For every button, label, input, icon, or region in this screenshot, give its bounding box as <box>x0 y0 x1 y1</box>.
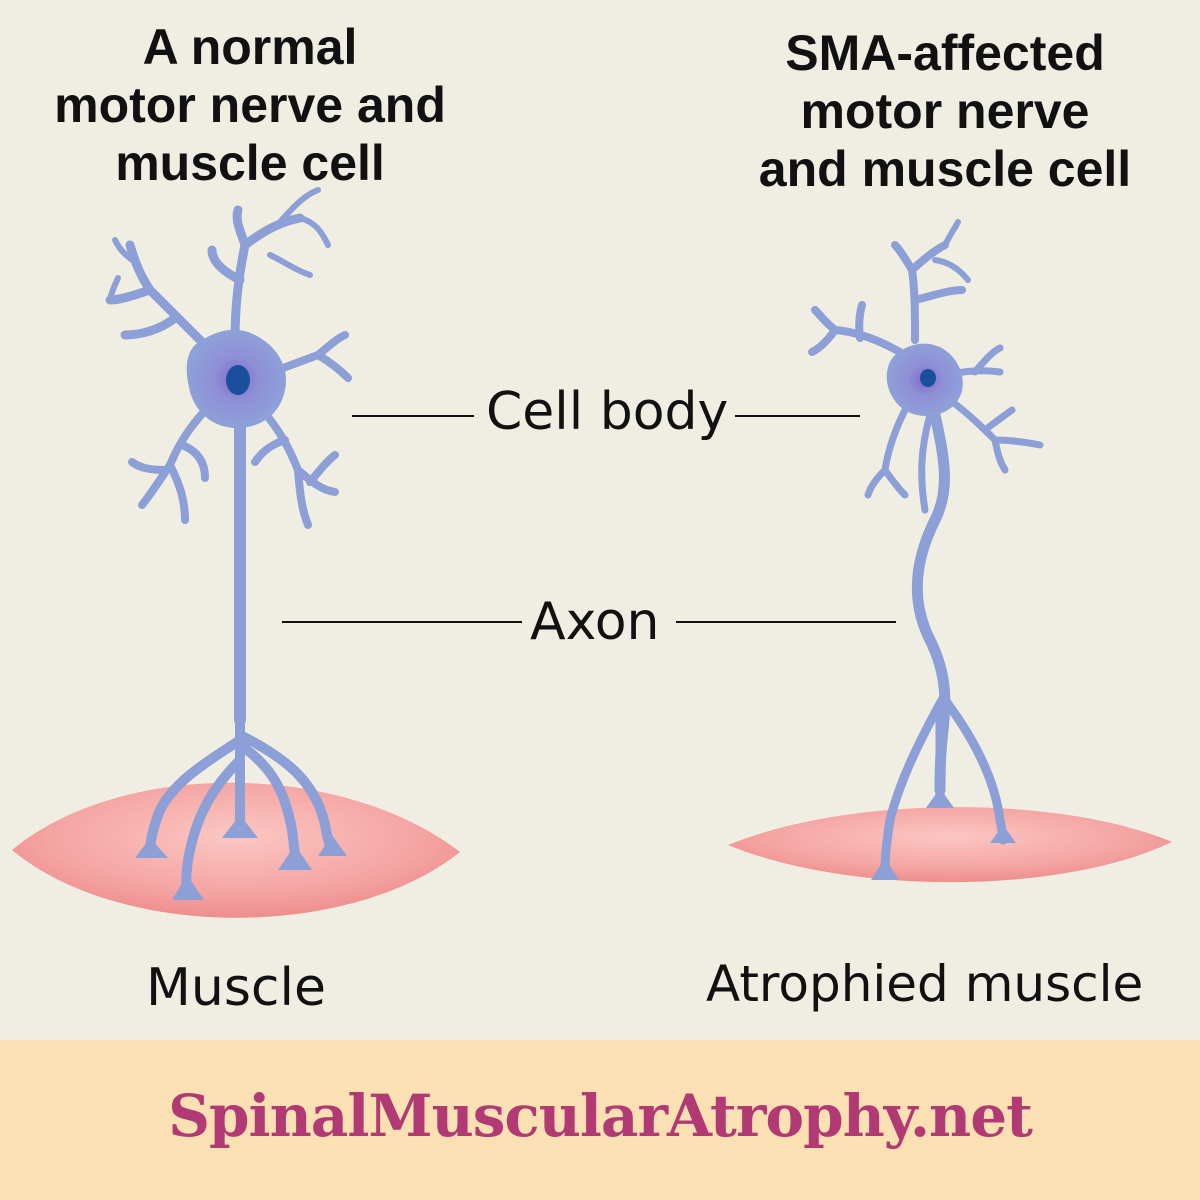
sma-heading: SMA-affected motor nerve and muscle cell <box>690 24 1200 198</box>
axon-label: Axon <box>530 592 660 652</box>
site-name: SpinalMuscularAtrophy.net <box>168 1082 1033 1150</box>
sma-nucleus <box>920 369 936 387</box>
normal-heading-line-1: A normal <box>142 19 358 75</box>
sma-heading-line-3: and muscle cell <box>758 141 1132 197</box>
footer-banner: SpinalMuscularAtrophy.net <box>0 1040 1200 1200</box>
normal-heading-line-3: muscle cell <box>115 135 385 191</box>
normal-heading: A normal motor nerve and muscle cell <box>0 18 500 192</box>
leader-lines <box>282 415 896 623</box>
cell-body-label: Cell body <box>486 382 729 442</box>
sma-heading-line-2: motor nerve <box>800 83 1090 139</box>
atrophied-muscle-label: Atrophied muscle <box>706 955 1144 1013</box>
normal-heading-line-2: motor nerve and <box>54 77 446 133</box>
normal-nucleus <box>226 365 250 395</box>
sma-heading-line-1: SMA-affected <box>785 25 1105 81</box>
atrophied-muscle <box>728 807 1172 883</box>
normal-axon-terminals <box>135 815 347 900</box>
normal-muscle <box>12 782 460 918</box>
diagram-illustration <box>12 187 1172 918</box>
sma-axon-terminals <box>871 788 1016 880</box>
sma-neuron <box>808 219 1044 875</box>
muscle-label: Muscle <box>146 958 326 1018</box>
